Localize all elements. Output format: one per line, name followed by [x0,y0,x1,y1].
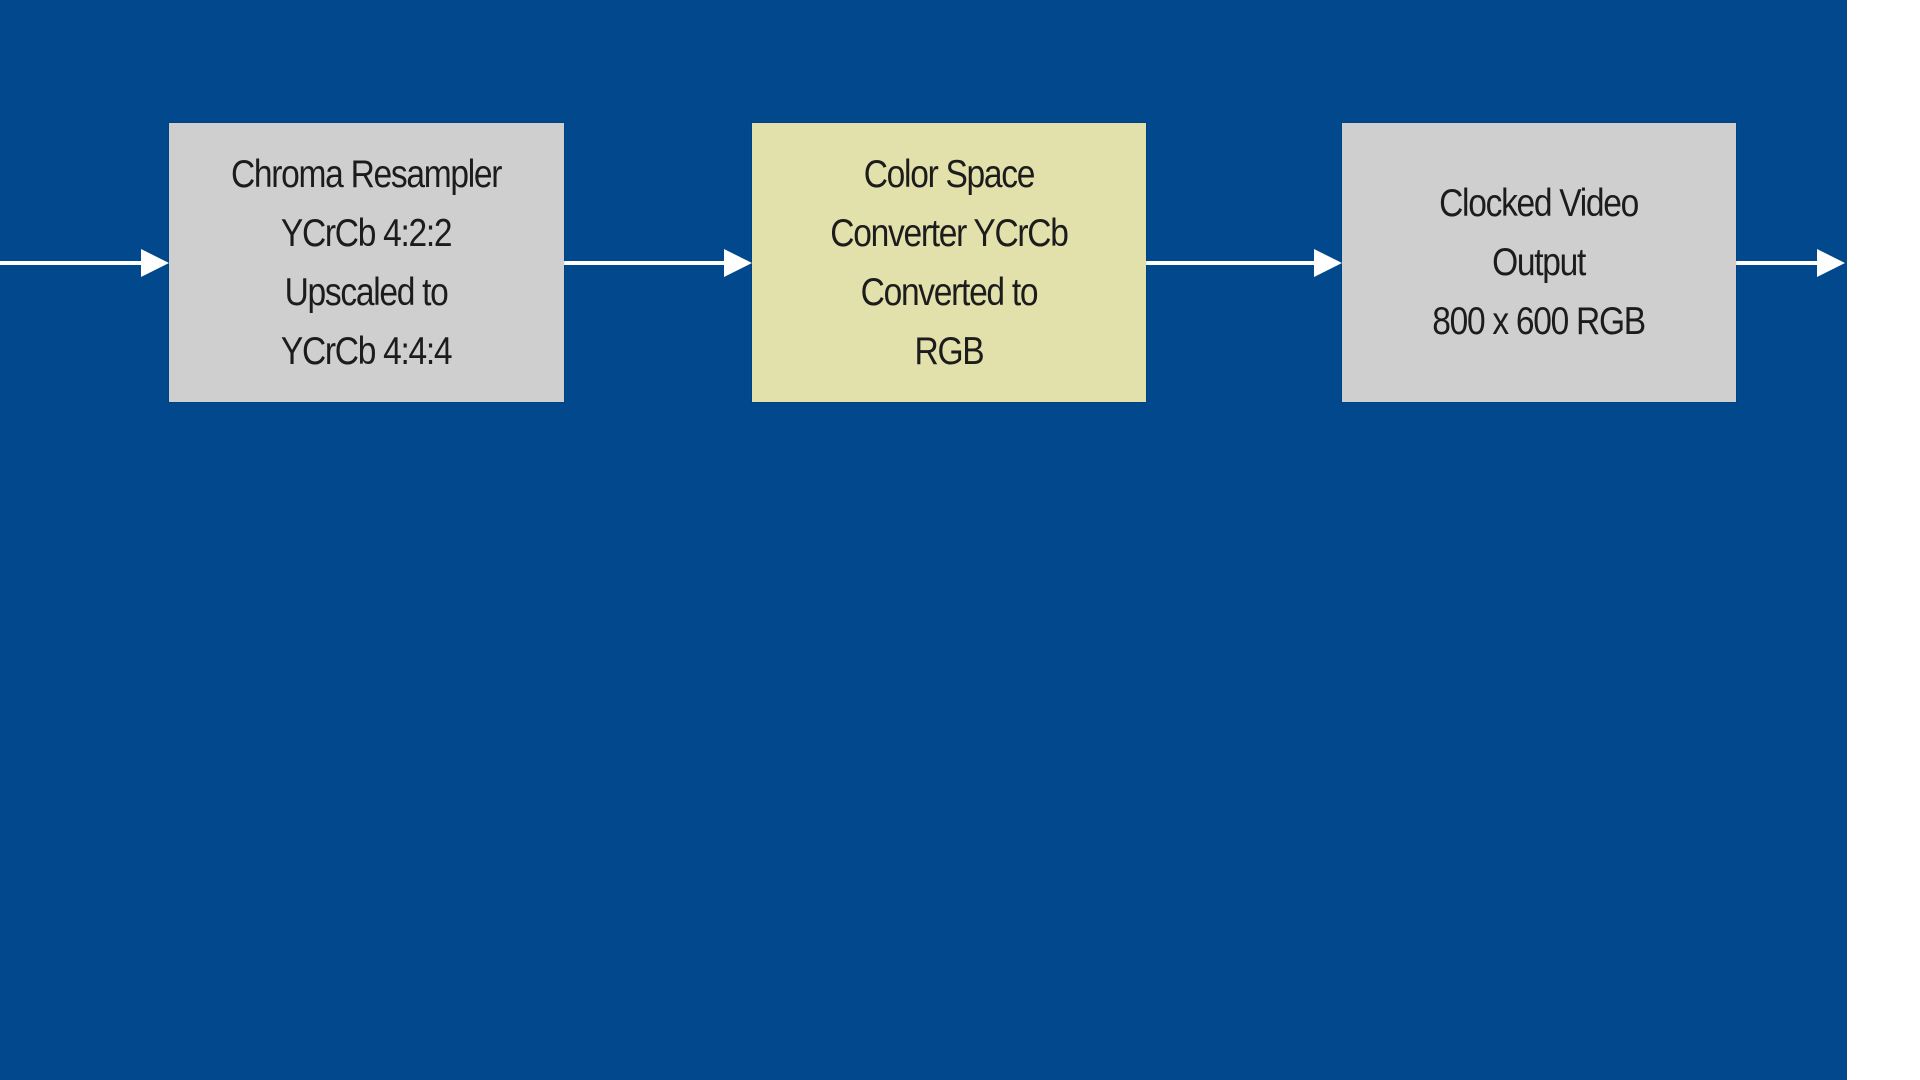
block-3-line-2: Output [1492,241,1587,284]
clocked-video-output-block: Clocked Video Output 800 x 600 RGB [1342,123,1736,402]
chroma-resampler-block: Chroma Resampler YCrCb 4:2:2 Upscaled to… [169,123,564,402]
block-1-line-1: Chroma Resampler [231,152,502,196]
block-2-line-3: Converted to [860,270,1039,314]
block-3-line-3: 800 x 600 RGB [1432,300,1647,343]
block-2-line-1: Color Space [863,152,1036,196]
block-2-line-2: Converter YCrCb [830,211,1069,255]
color-space-converter-label: Color Space Converter YCrCb Converted to… [830,145,1069,381]
clocked-video-output-label: Clocked Video Output 800 x 600 RGB [1432,174,1647,351]
block-1-line-2: YCrCb 4:2:2 [281,211,453,255]
chroma-resampler-label: Chroma Resampler YCrCb 4:2:2 Upscaled to… [231,145,502,381]
block-1-line-4: YCrCb 4:4:4 [281,329,453,373]
block-3-line-1: Clocked Video [1439,182,1640,225]
block-1-line-3: Upscaled to [285,270,449,314]
color-space-converter-block: Color Space Converter YCrCb Converted to… [752,123,1146,402]
block-2-line-4: RGB [914,329,985,373]
